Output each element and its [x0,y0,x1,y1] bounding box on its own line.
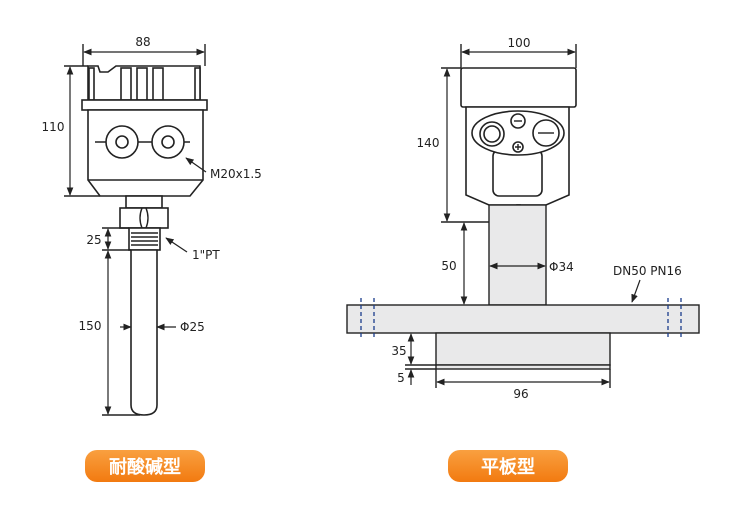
probe-diameter-label: Φ25 [180,320,205,334]
plate-thickness-label: 35 [391,344,406,358]
type-badge-acid [85,450,205,482]
type-badge-flat [448,450,568,482]
thread-callout: 1"PT [192,248,220,262]
flat-plate-sensor: 100 140 50 Φ34 DN50 PN16 35 5 96 平板型 [346,36,700,482]
head-height-label: 110 [42,120,65,134]
acid-alkali-sensor: 88 M20x1.5 110 1"PT 25 150 Φ25 耐酸碱型 [42,35,262,482]
thread-length-label: 25 [86,233,101,247]
probe-length-label: 150 [79,319,102,333]
type-label-flat: 平板型 [481,456,535,478]
width-dim-label: 88 [135,35,150,49]
plate-width-label: 96 [513,387,528,401]
cable-gland-icon [105,125,185,159]
width-dim-label-2: 100 [508,36,531,50]
type-label-acid: 耐酸碱型 [109,456,181,478]
plate-gap-label: 5 [397,371,405,385]
display-buttons-icon [479,113,560,153]
gland-callout: M20x1.5 [210,167,262,181]
pipe-diameter-label: Φ34 [549,260,574,274]
flange-callout: DN50 PN16 [613,264,682,278]
pipe-length-label: 50 [441,259,456,273]
head-height-label-2: 140 [417,136,440,150]
